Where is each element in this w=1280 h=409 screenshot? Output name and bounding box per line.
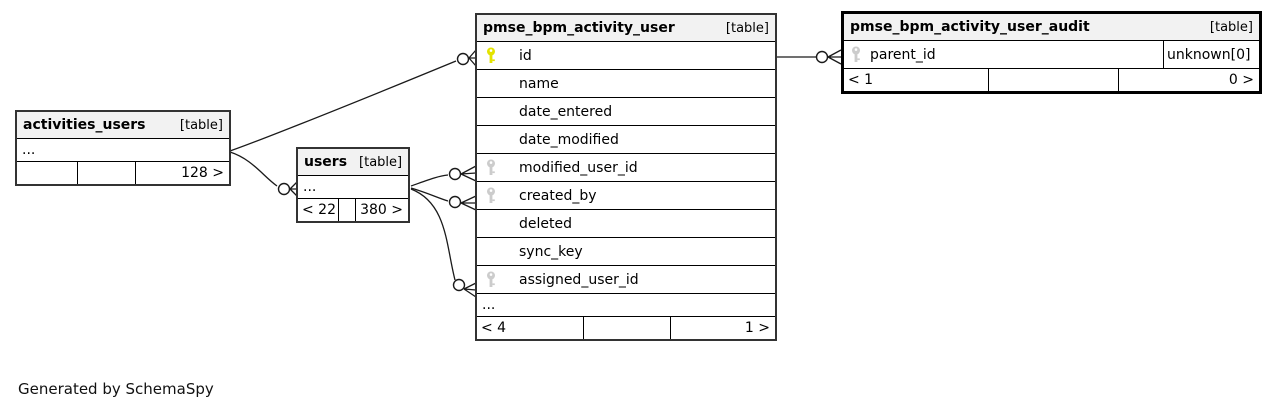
hidden-columns-row: ... xyxy=(298,176,408,199)
footer-parents-cell xyxy=(17,162,77,184)
column-row-deleted: deleted xyxy=(477,210,775,238)
column-name: parent_id xyxy=(870,46,936,63)
column-row-created_by: created_by xyxy=(477,182,775,210)
foreign-key-icon xyxy=(844,46,870,63)
table-footer: < 4 1 > xyxy=(477,317,775,339)
footer-middle-cell xyxy=(338,199,355,221)
table-pmse_bpm_activity_user[interactable]: pmse_bpm_activity_user [table] id name d… xyxy=(475,13,777,341)
foreign-key-icon xyxy=(477,187,519,204)
table-footer: < 1 0 > xyxy=(844,69,1259,91)
edge-id-to-parent_id xyxy=(777,49,842,65)
generated-by-note: Generated by SchemaSpy xyxy=(18,380,214,398)
column-name: name xyxy=(519,75,559,92)
footer-middle-cell xyxy=(77,162,135,184)
table-name[interactable]: users xyxy=(304,154,348,170)
primary-key-icon xyxy=(477,47,519,64)
footer-middle-cell xyxy=(988,69,1118,91)
footer-parents-cell: < 22 xyxy=(302,202,336,218)
column-name: date_modified xyxy=(519,131,619,148)
column-row-modified_user_id: modified_user_id xyxy=(477,154,775,182)
table-header[interactable]: pmse_bpm_activity_user [table] xyxy=(477,15,775,42)
column-name: modified_user_id xyxy=(519,159,638,176)
column-name: sync_key xyxy=(519,243,583,260)
table-type-badge: [table] xyxy=(179,117,223,133)
table-name[interactable]: activities_users xyxy=(23,117,146,133)
column-row-assigned_user_id: assigned_user_id xyxy=(477,266,775,294)
column-name: date_entered xyxy=(519,103,613,120)
table-header[interactable]: pmse_bpm_activity_user_audit [table] xyxy=(844,14,1259,41)
edge-users-to-assigned_user_id xyxy=(410,188,477,298)
table-activities_users[interactable]: activities_users [table] ... 128 > xyxy=(15,110,231,186)
column-type: unknown[0] xyxy=(1163,41,1259,68)
table-footer: 128 > xyxy=(17,162,229,184)
table-name[interactable]: pmse_bpm_activity_user_audit xyxy=(850,19,1090,35)
foreign-key-icon xyxy=(477,159,519,176)
footer-parents-cell: < 4 xyxy=(481,320,507,336)
table-footer: < 22 380 > xyxy=(298,199,408,221)
edge-users-to-created_by xyxy=(410,187,477,211)
table-type-badge: [table] xyxy=(359,154,403,170)
table-pmse_bpm_activity_user_audit[interactable]: pmse_bpm_activity_user_audit [table] par… xyxy=(841,11,1262,94)
footer-children-cell: 128 > xyxy=(135,162,229,184)
footer-middle-cell xyxy=(583,317,670,339)
edge-activities_users-to-users xyxy=(229,151,298,197)
column-row-id: id xyxy=(477,42,775,70)
footer-children-cell: 1 > xyxy=(670,317,775,339)
edge-activities_users-to-id xyxy=(229,49,477,152)
footer-parents-cell: < 1 xyxy=(848,72,874,88)
column-row-date_entered: date_entered xyxy=(477,98,775,126)
column-name: created_by xyxy=(519,187,597,204)
column-row-name: name xyxy=(477,70,775,98)
table-type-badge: [table] xyxy=(725,20,769,36)
column-name: assigned_user_id xyxy=(519,271,639,288)
edge-users-to-modified_user_id xyxy=(410,165,477,187)
footer-children-cell: 380 > xyxy=(355,199,408,221)
column-row-sync_key: sync_key xyxy=(477,238,775,266)
column-name: deleted xyxy=(519,215,572,232)
hidden-columns-row: ... xyxy=(477,294,775,317)
column-row-date_modified: date_modified xyxy=(477,126,775,154)
table-type-badge: [table] xyxy=(1209,19,1253,35)
hidden-columns-row: ... xyxy=(17,139,229,162)
foreign-key-icon xyxy=(477,271,519,288)
table-header[interactable]: activities_users [table] xyxy=(17,112,229,139)
table-name[interactable]: pmse_bpm_activity_user xyxy=(483,20,675,36)
table-users[interactable]: users [table] ... < 22 380 > xyxy=(296,147,410,223)
table-header[interactable]: users [table] xyxy=(298,149,408,176)
column-row-parent_id: parent_id unknown[0] xyxy=(844,41,1259,69)
footer-children-cell: 0 > xyxy=(1118,69,1259,91)
column-name: id xyxy=(519,47,532,64)
